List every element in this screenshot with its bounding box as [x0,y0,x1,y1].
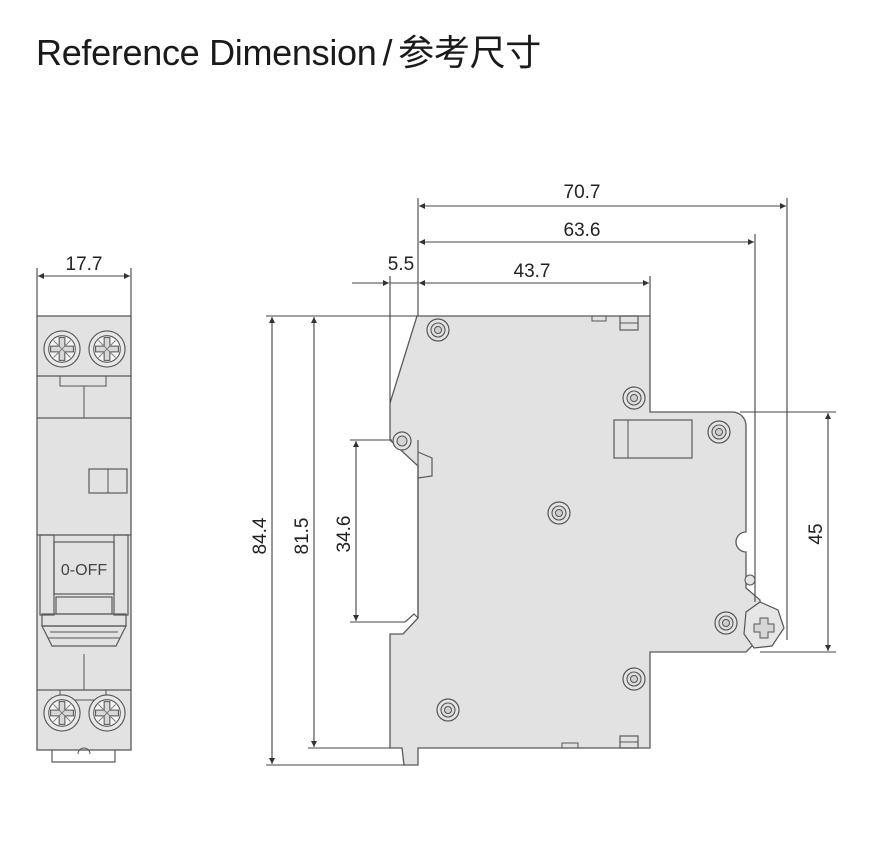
bottom-right-screw-icon [88,694,126,732]
side-terminal-screw-icon [743,601,785,649]
top-left-screw-icon [43,330,81,368]
page-title: Reference Dimension/参考尺寸 [36,24,541,76]
dim-depth-to-front: 43.7 [514,261,551,282]
front-width-dimension: 17.7 [36,254,132,316]
side-view: 70.7 63.6 43.7 5.5 84.4 81.5 34.6 45 [250,182,836,766]
rivet-icon [622,386,646,410]
front-width-label: 17.7 [66,254,103,275]
dim-rail-height: 34.6 [334,516,355,553]
dim-front-face-height: 45 [806,523,827,544]
title-separator: / [382,32,393,73]
bottom-left-screw-icon [43,694,81,732]
rivet-icon [426,318,450,342]
rivet-icon [622,667,646,691]
dim-overall-depth: 70.7 [564,182,601,203]
dim-body-height: 81.5 [292,518,313,555]
top-right-screw-icon [88,330,126,368]
dim-rail-offset: 5.5 [388,254,414,275]
side-window [613,419,693,459]
dim-overall-height: 84.4 [250,517,271,554]
rivet-icon [547,501,571,525]
title-chinese: 参考尺寸 [398,32,541,73]
front-view: 17.7 0-OFF [36,254,132,763]
rivet-icon [714,611,738,635]
switch-label-plate [53,541,115,595]
side-housing [389,315,761,766]
title-english: Reference Dimension [36,32,377,73]
dim-depth-to-terminal: 63.6 [564,220,601,241]
rivet-icon [436,698,460,722]
switch-label: 0-OFF [61,562,107,579]
rivet-icon [707,420,731,444]
